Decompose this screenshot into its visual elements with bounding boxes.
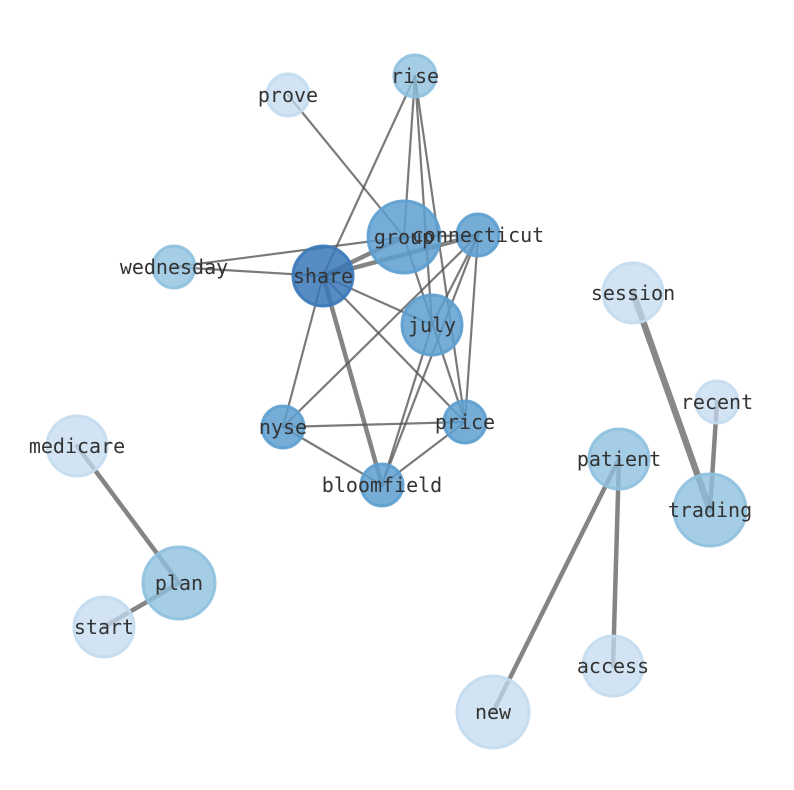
node-label: group [374,225,434,249]
node-access: access [577,634,649,698]
node-label: share [293,264,353,288]
node-circle [141,545,217,621]
edge-patient-new [490,456,622,715]
edge-share-bloomfield [320,273,385,488]
node-circle [587,427,651,491]
node-circle [581,634,645,698]
node-new: new [455,674,531,750]
node-circle [359,462,405,508]
edge-connecticut-price [463,233,480,424]
node-nyse: nyse [259,404,307,450]
node-label: rise [391,64,439,88]
node-recent: recent [681,379,753,425]
edge-patient-access [610,456,622,669]
node-circle [601,261,665,325]
node-price: price [435,399,495,445]
node-circle [260,404,306,450]
edge-nyse-price [281,420,467,429]
edge-share-price [321,274,467,424]
node-label: july [408,313,456,337]
node-circle [392,53,438,99]
node-label: plan [155,571,203,595]
node-prove: prove [258,72,318,118]
node-label: patient [577,447,661,471]
edge-session-trading [629,289,714,514]
node-label: new [475,700,512,724]
node-label: prove [258,83,318,107]
node-trading: trading [668,472,752,548]
node-bloomfield: bloomfield [322,462,442,508]
node-label: medicare [29,434,125,458]
node-medicare: medicare [29,414,125,478]
node-label: nyse [259,415,307,439]
node-start: start [72,595,136,659]
node-circle [265,72,311,118]
node-group: group [366,199,442,275]
node-session: session [591,261,675,325]
node-label: start [74,615,134,639]
node-circle [455,674,531,750]
node-share: share [291,244,355,308]
node-label: access [577,654,649,678]
node-label: wednesday [120,255,228,279]
edge-rise-share [321,74,417,278]
node-wednesday: wednesday [120,244,228,290]
node-circle [694,379,740,425]
node-july: july [400,293,464,357]
node-circle [45,414,109,478]
node-circle [366,199,442,275]
node-circle [72,595,136,659]
node-label: recent [681,390,753,414]
node-circle [455,212,501,258]
node-circle [442,399,488,445]
edge-connecticut-nyse [281,233,480,429]
node-label: connecticut [412,223,544,247]
node-rise: rise [391,53,439,99]
node-label: bloomfield [322,473,442,497]
node-label: trading [668,498,752,522]
node-label: session [591,281,675,305]
edge-rise-price [413,74,467,424]
node-circle [151,244,197,290]
node-connecticut: connecticut [412,212,544,258]
node-circle [672,472,748,548]
node-patient: patient [577,427,661,491]
node-circle [291,244,355,308]
edge-connecticut-bloomfield [380,233,480,487]
node-circle [400,293,464,357]
node-label: price [435,410,495,434]
node-plan: plan [141,545,217,621]
edge-wednesday-group [172,235,406,269]
